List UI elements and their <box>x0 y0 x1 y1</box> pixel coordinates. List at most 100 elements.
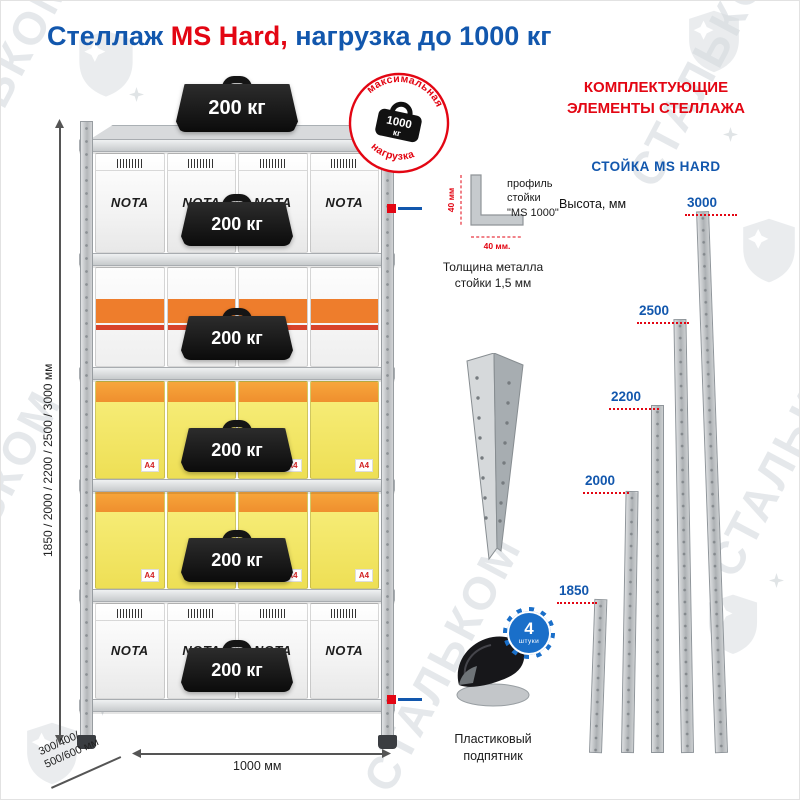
badge-center-value: 1000 <box>385 114 413 131</box>
title-part-blue2: нагрузка до 1000 кг <box>287 21 552 51</box>
components-heading-line2: ЭЛЕМЕНТЫ СТЕЛЛАЖА <box>567 100 745 117</box>
dotted-leader-line <box>583 492 629 494</box>
shield-watermark-icon <box>743 218 795 283</box>
weight-label: 200 кг <box>181 538 293 582</box>
pack-stripe <box>310 492 378 512</box>
weight-icon: 200 кг <box>181 420 293 472</box>
max-load-badge: максимальная нагрузка 1000 кг <box>348 65 450 174</box>
weight-label: 200 кг <box>181 316 293 360</box>
foot-callout-line <box>398 698 422 701</box>
barcode <box>331 609 358 618</box>
plastic-foot-image <box>456 636 530 707</box>
weight-handle <box>222 420 252 432</box>
shield-watermark-icon <box>79 30 133 97</box>
barcode <box>331 159 358 168</box>
weight-handle <box>222 76 252 88</box>
foot-caption-line1: Пластиковый <box>454 732 532 746</box>
width-dimension-line <box>135 753 387 755</box>
rack-foot <box>378 735 397 749</box>
weight-handle <box>222 308 252 320</box>
height-value-3000: 3000 <box>687 195 718 210</box>
shield-watermark-icon <box>689 10 739 73</box>
height-dimension-label: 1850 / 2000 / 2200 / 2500 / 3000 мм <box>41 363 55 557</box>
box-brand-label: NOTA <box>110 643 149 659</box>
paper-box: NOTA <box>95 153 165 253</box>
profile-caption-line3: "MS 1000" <box>507 206 559 219</box>
paper-pack: A4 <box>95 491 165 589</box>
profile-cross-section-diagram: 40 мм 40 мм. <box>446 174 524 251</box>
profile-caption-line2: стойки <box>507 192 541 205</box>
title-part-blue: Стеллаж <box>47 21 171 51</box>
box-stripe <box>310 299 378 323</box>
weight-icon: 200 кг <box>181 308 293 360</box>
weight-label: 200 кг <box>181 648 293 692</box>
rack-foot <box>77 735 96 749</box>
pack-stripe <box>310 382 378 402</box>
dotted-leader-line <box>637 322 689 324</box>
rack-upright-left <box>80 121 93 743</box>
weight-handle <box>222 530 252 542</box>
upright-callout-marker <box>387 204 396 213</box>
profile-caption-line1: профиль <box>507 178 553 190</box>
a4-sticker: A4 <box>355 459 373 472</box>
quantity-unit: штуки <box>518 638 540 646</box>
thickness-note: Толщина металла стойки 1,5 мм <box>431 259 555 291</box>
paper-box <box>309 267 379 367</box>
weight-handle <box>222 640 252 652</box>
upright-face-left <box>466 353 498 561</box>
a4-sticker: A4 <box>355 569 373 582</box>
shelf-board <box>79 479 395 492</box>
barcode <box>116 159 143 168</box>
page-title: Стеллаж MS Hard, нагрузка до 1000 кг <box>47 21 552 52</box>
weight-handle <box>222 194 252 206</box>
pack-stripe <box>96 492 164 512</box>
upright-profile-image <box>466 353 524 561</box>
badge-weight-body <box>375 108 422 143</box>
weight-label: 200 кг <box>176 84 298 132</box>
barcode <box>188 159 215 168</box>
weight-icon: 200 кг <box>181 640 293 692</box>
rack-upright-right <box>381 121 394 743</box>
barcode <box>116 609 143 618</box>
shelf-board <box>79 589 395 602</box>
pack-stripe <box>167 382 235 402</box>
profile-angle-shape <box>470 174 524 226</box>
components-heading: КОМПЛЕКТУЮЩИЕ ЭЛЕМЕНТЫ СТЕЛЛАЖА <box>521 77 791 119</box>
shelf-board <box>79 699 395 712</box>
shelf-board <box>79 253 395 266</box>
paper-pack: A4 <box>95 381 165 479</box>
weight-label: 200 кг <box>181 428 293 472</box>
barcode <box>259 159 286 168</box>
upright-1850 <box>589 598 608 754</box>
height-value-2500: 2500 <box>639 303 670 318</box>
upright-3000 <box>696 211 728 754</box>
thickness-line2: стойки 1,5 мм <box>454 276 532 291</box>
paper-pack: A4 <box>309 491 379 589</box>
upright-subheading: СТОЙКА MS HARD <box>591 159 721 174</box>
weight-icon: 200 кг <box>176 76 298 132</box>
a4-sticker: A4 <box>140 459 159 472</box>
paper-box <box>95 267 165 367</box>
rack-illustration: NOTA NOTA NOTA NOTA A4 A4 A4 A4 A4 A4 A4… <box>77 76 397 759</box>
arrow-up-icon <box>55 119 64 128</box>
badge-center-unit: кг <box>392 127 402 138</box>
quantity-count: 4 <box>524 619 534 639</box>
quantity-badge: 4 штуки <box>503 607 555 659</box>
foot-callout-marker <box>387 695 396 704</box>
paper-box: NOTA <box>309 153 379 253</box>
pack-stripe <box>96 382 164 402</box>
sparkle-icon <box>769 573 784 588</box>
weight-icon: 200 кг <box>181 194 293 246</box>
upright-2500 <box>673 318 694 754</box>
profile-dim-vertical-label: 40 мм <box>446 188 456 212</box>
upright-callout-line <box>398 207 422 210</box>
badge-weight-handle <box>389 101 413 116</box>
box-brand-label: NOTA <box>325 195 364 211</box>
dotted-leader-line <box>557 602 597 604</box>
box-brand-label: NOTA <box>110 195 149 211</box>
foot-caption-line2: подпятник <box>463 748 523 763</box>
shelf-board <box>79 367 395 380</box>
brand-watermark: СТАЛЬКОМ <box>0 381 72 655</box>
upright-2000 <box>621 490 639 754</box>
